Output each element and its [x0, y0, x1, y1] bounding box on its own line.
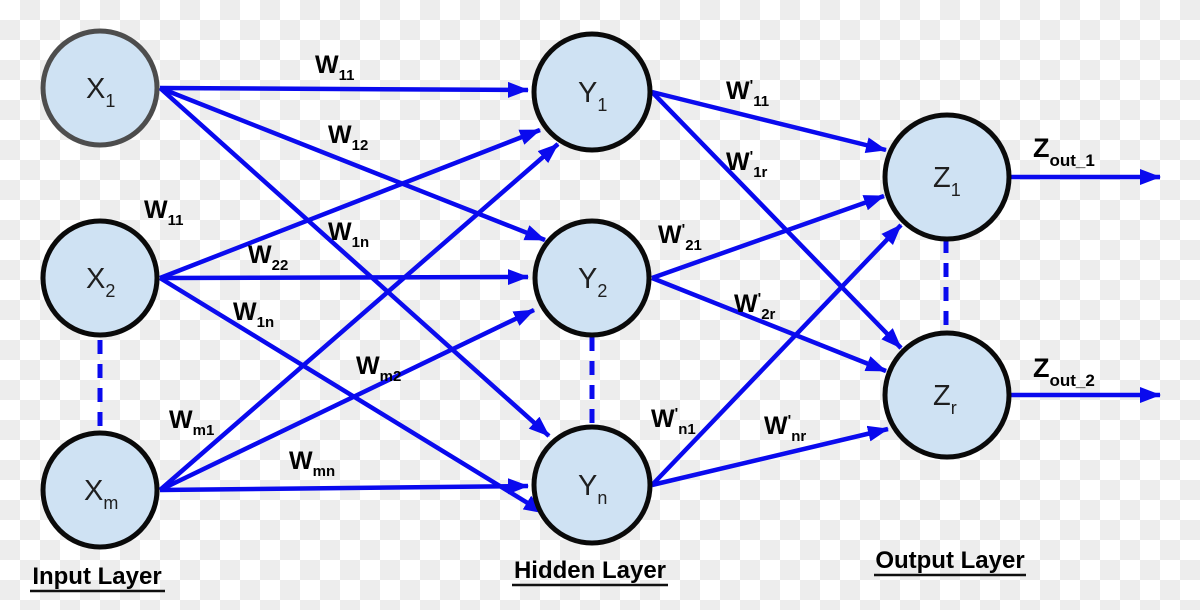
node-zr [882, 330, 1012, 460]
node-label-yn: Yn [578, 470, 607, 508]
layer-title-output: Output Layer [875, 547, 1024, 574]
nodes [40, 28, 1012, 550]
edge-x2-y2 [159, 269, 529, 286]
edge-label-wpnr: W'nr [764, 412, 806, 445]
edge-xm-y2 [159, 307, 535, 493]
edge-yn-z1 [650, 223, 903, 487]
output-label-zout1: Zout_1 [1033, 133, 1095, 170]
edge-y1-zr [650, 90, 903, 350]
node-label-z1: Z1 [933, 162, 961, 200]
edge-label-wmn: Wmn [289, 447, 335, 480]
edges-input-to-hidden [158, 81, 560, 515]
layer-title-input: Input Layer [32, 563, 161, 590]
ellipsis-links [97, 239, 949, 428]
edge-x2-y1 [159, 127, 541, 281]
edge-label-wp21: W'21 [658, 221, 702, 254]
edge-label-wm1: Wm1 [169, 406, 214, 439]
edge-label-w22: W22 [248, 241, 288, 274]
edge-x1-y1 [159, 81, 529, 98]
node-yn [531, 424, 653, 546]
edge-label-w11-x1y1: W11 [315, 51, 354, 84]
node-y1 [531, 31, 653, 153]
node-y2 [532, 218, 652, 338]
output-labels: Zout_1 Zout_2 [1033, 133, 1095, 390]
edge-xm-y1 [158, 142, 560, 492]
edge-label-wpn1: W'n1 [651, 405, 696, 438]
edges-hidden-to-output [650, 89, 903, 488]
edge-xm-yn [159, 478, 529, 495]
node-label-y1: Y1 [578, 77, 607, 115]
node-x1 [40, 28, 160, 148]
output-label-zout2: Zout_2 [1033, 353, 1095, 390]
edge-label-w1n-x1yn: W1n [328, 218, 369, 251]
edge-x1-y2 [159, 85, 546, 243]
node-label-x2: X2 [86, 263, 115, 301]
layer-titles: Input Layer Hidden Layer Output Layer [30, 547, 1026, 593]
edge-label-w12: W12 [328, 121, 368, 154]
edge-label-wp1r: W'1r [726, 148, 768, 181]
node-labels: X1 X2 Xm Y1 Y2 Yn Z1 Zr [84, 73, 961, 513]
edge-label-wp11: W'11 [726, 77, 769, 110]
edge-label-w11-x2y1: W11 [144, 196, 183, 229]
node-z1 [882, 112, 1012, 242]
node-label-x1: X1 [86, 73, 115, 111]
edge-y1-z1 [651, 89, 887, 153]
output-arrows [1010, 169, 1161, 403]
node-xm [40, 430, 160, 550]
node-x2 [40, 218, 160, 338]
edge-y2-zr [651, 275, 887, 374]
node-label-y2: Y2 [578, 263, 607, 301]
layer-title-hidden: Hidden Layer [514, 557, 666, 584]
weight-labels-input-hidden: W11 W12 W1n W11 W22 W1n Wm1 Wm2 Wmn [144, 51, 401, 480]
node-label-xm: Xm [84, 475, 118, 513]
weight-labels-hidden-output: W'11 W'1r W'21 W'2r W'n1 W'nr [651, 77, 806, 445]
edge-label-wm2: Wm2 [356, 352, 401, 385]
edge-x1-yn [158, 86, 551, 438]
node-label-zr: Zr [933, 380, 957, 418]
edge-y2-z1 [651, 193, 885, 281]
edge-label-w1n-x2yn: W1n [233, 298, 274, 331]
edge-yn-zr [651, 425, 889, 488]
edge-label-wp2r: W'2r [734, 290, 776, 323]
